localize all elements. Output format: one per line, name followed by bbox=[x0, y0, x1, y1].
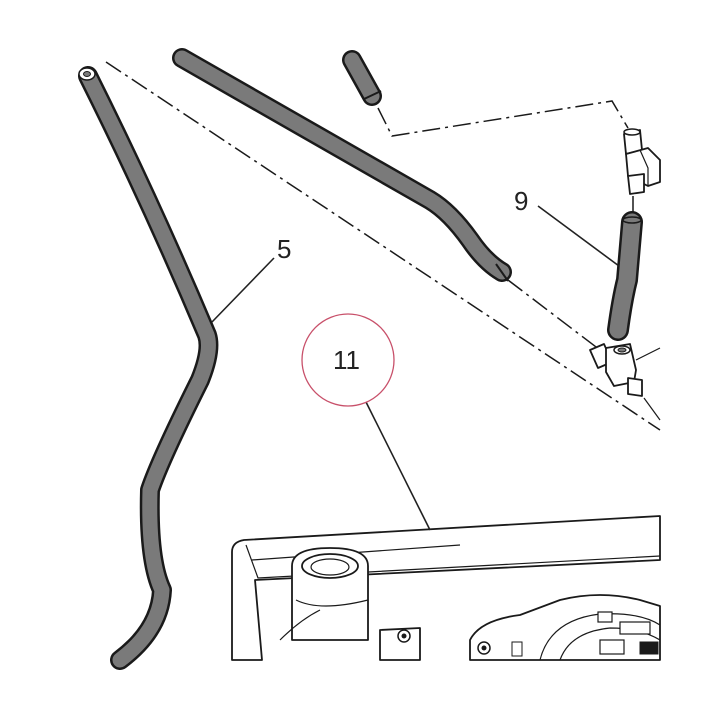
assembly-lines bbox=[105, 61, 661, 431]
t-fitting-lower bbox=[589, 343, 661, 421]
t-fitting-upper bbox=[623, 128, 661, 195]
callout-11: 11 bbox=[333, 345, 360, 375]
hose-5-body bbox=[80, 68, 216, 668]
hose-9-body bbox=[609, 213, 641, 339]
hose-top-short bbox=[342, 50, 382, 106]
callout-9: 9 bbox=[514, 186, 528, 216]
leader-lines bbox=[211, 205, 620, 531]
hose-9 bbox=[607, 211, 643, 341]
tank-11 bbox=[231, 515, 661, 661]
assembly-line-long bbox=[105, 61, 661, 431]
assembly-line-upper bbox=[377, 100, 629, 137]
leader-5 bbox=[211, 257, 275, 323]
leader-9 bbox=[537, 205, 620, 267]
assembly-line-short bbox=[507, 279, 601, 351]
leader-11 bbox=[365, 401, 431, 531]
hose-diagonal bbox=[172, 48, 512, 282]
highlight-circle bbox=[301, 313, 395, 407]
callout-5: 5 bbox=[277, 234, 291, 264]
hose-5 bbox=[78, 66, 219, 670]
